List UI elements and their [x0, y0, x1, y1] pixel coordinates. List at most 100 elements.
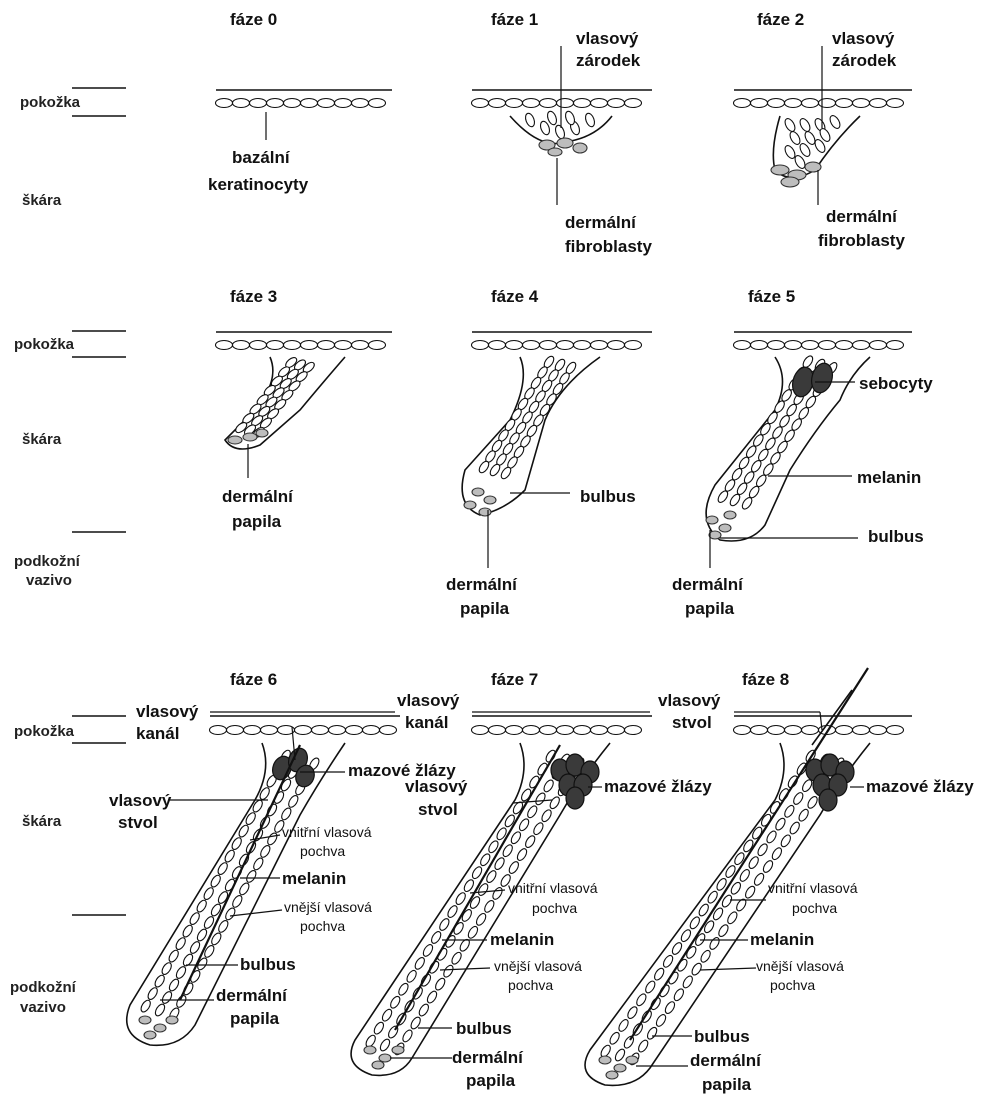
keratinocyte-cell — [233, 99, 250, 108]
keratinocyte-cell — [259, 844, 272, 859]
label-dermal: dermální — [565, 213, 637, 232]
keratinocyte-cell — [472, 341, 489, 350]
keratinocyte-cell — [802, 726, 819, 735]
label-dermal: dermální — [452, 1048, 524, 1067]
label-hair-canal: vlasový — [136, 702, 199, 721]
label-melanin: melanin — [490, 930, 554, 949]
keratinocyte-cell — [231, 894, 244, 909]
keratinocyte-cell — [489, 341, 506, 350]
label-hair-germ: vlasový — [576, 29, 639, 48]
keratinocyte-cell — [421, 943, 434, 958]
keratinocyte-cell — [608, 341, 625, 350]
keratinocyte-cell — [380, 726, 397, 735]
layer-label-subcutis: vazivo — [20, 999, 66, 1016]
keratinocyte-cell — [518, 817, 531, 832]
stage-title-4: fáze 4 — [491, 287, 539, 306]
keratinocyte-cell — [446, 904, 459, 919]
keratinocyte-cell — [352, 341, 369, 350]
keratinocyte-cell — [644, 980, 657, 995]
keratinocyte-cell — [434, 977, 447, 992]
label-hair-shaft: vlasový — [109, 791, 172, 810]
keratinocyte-cell — [524, 112, 536, 128]
keratinocyte-cell — [216, 99, 233, 108]
label-inner-root-sheath: vnitřní vlasová — [508, 880, 598, 896]
label-melanin: melanin — [282, 869, 346, 888]
label-papilla: papila — [702, 1075, 752, 1094]
keratinocyte-cell — [401, 1029, 414, 1044]
keratinocyte-cell — [426, 990, 439, 1005]
keratinocyte-cell — [887, 99, 904, 108]
keratinocyte-cell — [417, 1003, 430, 1018]
keratinocyte-cell — [717, 923, 730, 938]
keratinocyte-cell — [181, 924, 194, 939]
label-keratinocytes: keratinocyty — [208, 175, 309, 194]
keratinocyte-cell — [738, 868, 751, 883]
keratinocyte-cell — [379, 1038, 392, 1053]
label-papilla: papila — [466, 1071, 516, 1090]
keratinocyte-cell — [318, 341, 335, 350]
keratinocyte-cell — [506, 341, 523, 350]
keratinocyte-cell — [223, 849, 236, 864]
keratinocyte-cell — [625, 99, 642, 108]
keratinocyte-cell — [574, 726, 591, 735]
label-inner-root-sheath: vnitřní vlasová — [282, 824, 372, 840]
keratinocyte-cell — [475, 912, 488, 927]
layer-label-subcutis: podkožní — [14, 553, 81, 570]
label-inner-root-sheath: pochva — [792, 900, 837, 916]
keratinocyte-cell — [548, 795, 561, 810]
label-outer-root-sheath: pochva — [508, 977, 553, 993]
keratinocyte-cell — [469, 895, 482, 910]
keratinocyte-cell — [196, 928, 209, 943]
keratinocyte-cell — [509, 830, 522, 845]
keratinocyte-cell — [483, 899, 496, 914]
keratinocyte-cell — [454, 891, 467, 906]
keratinocyte-cell — [189, 940, 202, 955]
fibroblast-cell — [484, 496, 496, 504]
keratinocyte-cell — [591, 726, 608, 735]
keratinocyte-cell — [397, 982, 410, 997]
label-hair-shaft: stvol — [672, 713, 712, 732]
keratinocyte-cell — [489, 99, 506, 108]
keratinocyte-cell — [405, 969, 418, 984]
keratinocyte-cell — [783, 804, 796, 819]
keratinocyte-cell — [836, 726, 853, 735]
keratinocyte-cell — [369, 341, 386, 350]
keratinocyte-cell — [870, 341, 887, 350]
label-bulb: bulbus — [868, 527, 924, 546]
fibroblast-cell — [606, 1071, 618, 1079]
label-sebaceous-glands: mazové žlázy — [604, 777, 712, 796]
keratinocyte-cell — [574, 341, 591, 350]
label-bulb: bulbus — [456, 1019, 512, 1038]
keratinocyte-cell — [788, 130, 802, 146]
layer-label-dermis: škára — [22, 431, 62, 448]
keratinocyte-cell — [516, 847, 529, 862]
keratinocyte-cell — [765, 830, 778, 845]
stage-title-5: fáze 5 — [748, 287, 795, 306]
stage-title-6: fáze 6 — [230, 670, 277, 689]
layer-labels: pokožka škára pokožka škára podkožní vaz… — [10, 94, 81, 1016]
keratinocyte-cell — [734, 341, 751, 350]
label-dermal: dermální — [672, 575, 744, 594]
keratinocyte-cell — [608, 1031, 621, 1046]
keratinocyte-cell — [806, 795, 819, 810]
stage-title-7: fáze 7 — [491, 670, 538, 689]
keratinocyte-cell — [626, 1005, 639, 1020]
keratinocyte-cell — [312, 726, 329, 735]
keratinocyte-cell — [526, 804, 539, 819]
leader-lines — [160, 46, 864, 1066]
keratinocyte-cell — [756, 842, 769, 857]
keratinocyte-cell — [507, 860, 520, 875]
layer-label-dermis: škára — [22, 813, 62, 830]
keratinocyte-cell — [617, 1018, 630, 1033]
keratinocyte-cell — [768, 99, 785, 108]
fibroblast-cell — [139, 1016, 151, 1024]
label-sebaceous-glands: mazové žlázy — [866, 777, 974, 796]
keratinocyte-cell — [295, 726, 312, 735]
keratinocyte-cell — [625, 341, 642, 350]
keratinocyte-cell — [557, 99, 574, 108]
keratinocyte-cell — [227, 726, 244, 735]
keratinocyte-cell — [542, 778, 555, 793]
keratinocyte-cell — [768, 341, 785, 350]
keratinocyte-cell — [195, 899, 208, 914]
label-papilla: papila — [232, 512, 282, 531]
